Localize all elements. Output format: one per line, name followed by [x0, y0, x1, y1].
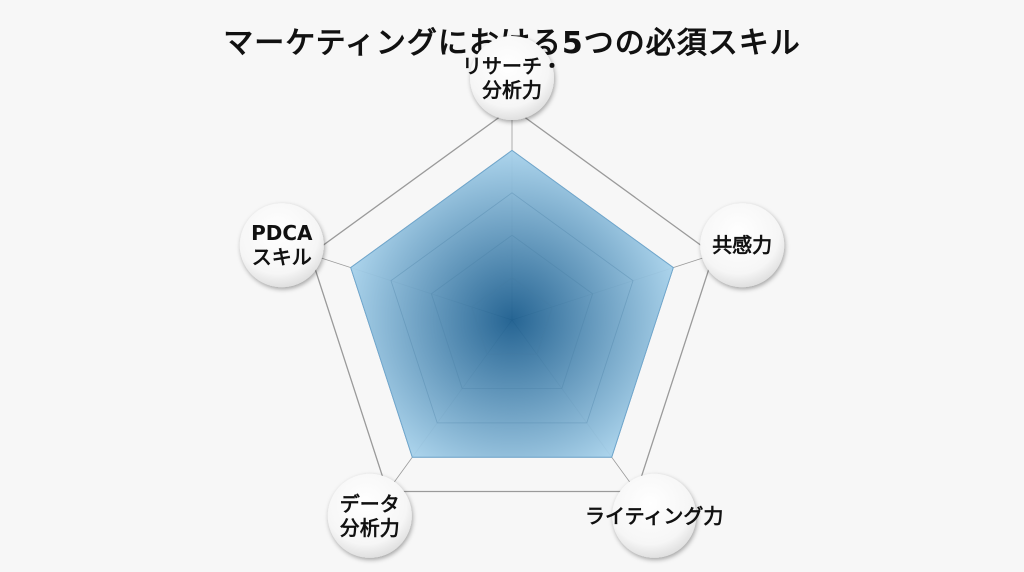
axis-label-text-0-1: 分析力 — [482, 78, 542, 102]
axis-label-text-2-0: ライティング力 — [585, 504, 723, 528]
axis-label-1: 共感力 — [700, 203, 785, 288]
inner-grid-ring-4 — [350, 149, 674, 458]
data-polygon — [350, 149, 674, 458]
axis-label-0: リサーチ・分析力 — [462, 36, 562, 120]
axis-label-text-4-0: PDCA — [251, 221, 313, 245]
axis-label-text-3-0: データ — [340, 492, 400, 516]
label-bubble-0 — [470, 36, 554, 120]
label-bubble-1 — [700, 203, 785, 288]
label-bubble-4 — [239, 203, 324, 288]
inner-grid-ring-2 — [430, 234, 594, 390]
label-bubble-2 — [612, 473, 697, 558]
inner-grid-ring-3 — [390, 192, 634, 424]
inner-grid-ring-1 — [471, 277, 553, 355]
axis-label-text-3-1: 分析力 — [340, 516, 400, 540]
label-bubble-3 — [327, 473, 412, 558]
axis-label-2: ライティング力 — [585, 473, 723, 558]
axis-label-text-4-1: スキル — [252, 245, 312, 269]
radar-data-layer — [350, 149, 674, 458]
grid-ring-5 — [309, 107, 715, 493]
axis-label-text-0-0: リサーチ・ — [462, 54, 562, 78]
axis-label-text-1-0: 共感力 — [712, 233, 772, 257]
